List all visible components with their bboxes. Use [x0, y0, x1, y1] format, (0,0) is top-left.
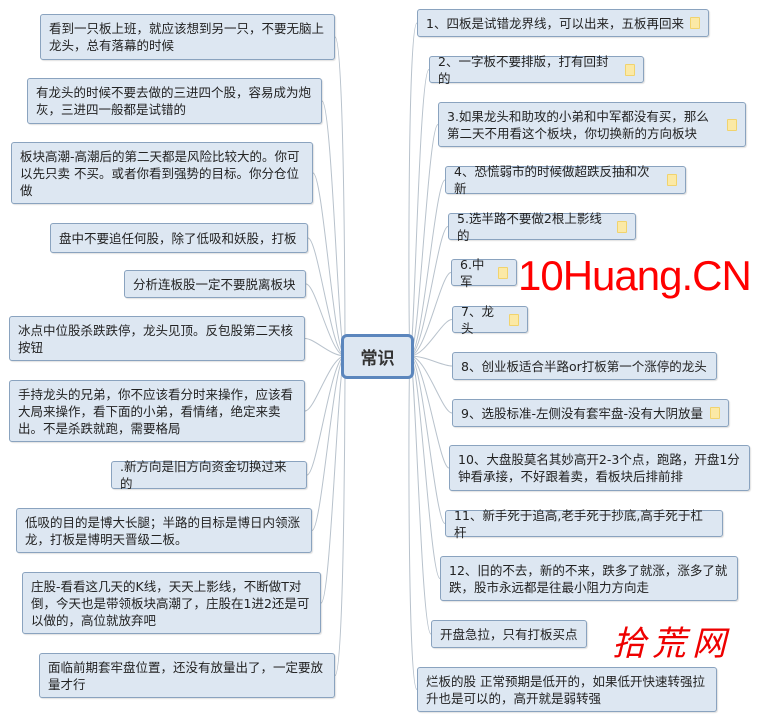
right-node[interactable]: 3.如果龙头和助攻的小弟和中军都没有买，那么第二天不用看这个板块，你切换新的方向… — [438, 102, 746, 147]
node-text: 有龙头的时候不要去做的三进四个股，容易成为炮灰，三进四一般都是试错的 — [36, 85, 312, 117]
right-node[interactable]: 9、选股标准-左侧没有套牢盘-没有大阴放量 — [452, 399, 729, 427]
left-node[interactable]: .新方向是旧方向资金切换过来的 — [111, 459, 307, 491]
note-icon[interactable] — [498, 266, 508, 279]
left-node[interactable]: 盘中不要追任何股，除了低吸和妖股，打板 — [50, 223, 308, 253]
connector-line — [311, 355, 346, 531]
note-icon[interactable] — [617, 220, 627, 233]
watermark-10huang: 10Huang.CN — [518, 252, 752, 299]
note-icon[interactable] — [710, 407, 720, 419]
connector-line — [320, 355, 346, 604]
connector-line — [306, 355, 346, 476]
connector-line — [409, 179, 446, 357]
node-text: 手持龙头的兄弟，你不应该看分时来操作，应该看大局来操作，看下面的小弟，看情绪，绝… — [18, 386, 294, 436]
left-node[interactable]: 分析连板股一定不要脱离板块 — [124, 270, 306, 298]
connector-line — [408, 22, 418, 357]
connector-line — [409, 355, 450, 469]
left-node[interactable]: 板块高潮-高潮后的第二天都是风险比较大的。你可以先只卖 不买。或者你看到强势的目… — [11, 142, 313, 204]
left-node[interactable]: 庄股-看看这几天的K线，天天上影线，不断做T对倒，今天也是带领板块高潮了，庄股在… — [22, 572, 321, 634]
central-topic-label: 常识 — [360, 349, 395, 369]
right-node[interactable]: 12、旧的不去，新的不来，跌多了就涨，涨多了就跌，股市永远都是往最小阻力方向走 — [440, 556, 738, 601]
left-node[interactable]: 面临前期套牢盘位置，还没有放量出了，一定要放量才行 — [39, 653, 335, 698]
node-text: 分析连板股一定不要脱离板块 — [133, 276, 296, 292]
connector-line — [409, 272, 452, 357]
note-icon[interactable] — [509, 313, 519, 326]
right-node[interactable]: 8、创业板适合半路or打板第一个涨停的龙头 — [452, 352, 717, 380]
connector-line — [409, 319, 453, 357]
right-node[interactable]: 4、恐慌弱市的时候做超跌反抽和次新 — [445, 164, 686, 196]
right-node[interactable]: 5.选半路不要做2根上影线的 — [448, 211, 636, 243]
node-text: 7、龙头 — [461, 303, 494, 336]
right-node[interactable]: 6.中军 — [451, 257, 517, 289]
right-node[interactable]: 2、一字板不要排版，打有回封的 — [429, 54, 644, 86]
node-text: 6.中军 — [460, 256, 485, 289]
node-text: 庄股-看看这几天的K线，天天上影线，不断做T对倒，今天也是带领板块高潮了，庄股在… — [31, 578, 310, 628]
left-node[interactable]: 看到一只板上班，就应该想到另一只，不要无脑上龙头，总有落幕的时候 — [40, 14, 335, 60]
connector-line — [321, 100, 346, 357]
left-node[interactable]: 有龙头的时候不要去做的三进四个股，容易成为炮灰，三进四一般都是试错的 — [27, 78, 322, 124]
node-text: 低吸的目的是博大长腿；半路的目标是博日内领涨龙，打板是博明天晋级二板。 — [25, 514, 301, 547]
node-text: 10、大盘股莫名其妙高开2-3个点，跑路，开盘1分钟看承接，不好跟着卖，看板块后… — [458, 452, 740, 484]
note-icon[interactable] — [667, 174, 677, 186]
node-text: 4、恐慌弱市的时候做超跌反抽和次新 — [454, 164, 650, 196]
central-topic[interactable]: 常识 — [341, 334, 414, 379]
right-node[interactable]: 7、龙头 — [452, 304, 528, 336]
connector-line — [312, 172, 346, 357]
node-text: 11、新手死于追高,老手死于抄底,高手死于杠杆 — [454, 507, 703, 540]
right-node[interactable]: 开盘急拉，只有打板买点 — [431, 620, 587, 648]
node-text: 开盘急拉，只有打板买点 — [440, 626, 578, 642]
note-icon[interactable] — [727, 118, 737, 131]
node-text: 8、创业板适合半路or打板第一个涨停的龙头 — [461, 358, 707, 374]
connector-line — [409, 355, 453, 367]
connector-line — [408, 355, 418, 690]
node-text: 面临前期套牢盘位置，还没有放量出了，一定要放量才行 — [48, 659, 324, 692]
left-node[interactable]: 手持龙头的兄弟，你不应该看分时来操作，应该看大局来操作，看下面的小弟，看情绪，绝… — [9, 380, 305, 442]
node-text: 看到一只板上班，就应该想到另一只，不要无脑上龙头，总有落幕的时候 — [49, 21, 325, 53]
right-node[interactable]: 11、新手死于追高,老手死于抄底,高手死于杠杆 — [445, 508, 723, 540]
connector-line — [409, 355, 453, 414]
connector-line — [409, 226, 449, 357]
connector-line — [307, 237, 346, 357]
node-text: .新方向是旧方向资金切换过来的 — [120, 459, 287, 491]
node-text: 3.如果龙头和助攻的小弟和中军都没有买，那么第二天不用看这个板块，你切换新的方向… — [447, 108, 709, 141]
right-node[interactable]: 烂板的股 正常预期是低开的，如果低开快速转强拉升也是可以的，高开就是弱转强 — [417, 667, 717, 712]
node-text: 1、四板是试错龙界线，可以出来，五板再回来 — [426, 15, 684, 31]
node-text: 冰点中位股杀跌跌停，龙头见顶。反包股第二天核按钮 — [18, 322, 294, 355]
note-icon[interactable] — [625, 63, 635, 76]
note-icon[interactable] — [690, 17, 700, 29]
node-text: 9、选股标准-左侧没有套牢盘-没有大阴放量 — [461, 405, 703, 421]
connector-line — [409, 355, 446, 524]
node-text: 板块高潮-高潮后的第二天都是风险比较大的。你可以先只卖 不买。或者你看到强势的目… — [20, 148, 300, 198]
right-node[interactable]: 1、四板是试错龙界线，可以出来，五板再回来 — [417, 9, 709, 37]
connector-line — [304, 355, 346, 412]
connector-line — [305, 283, 346, 357]
node-text: 12、旧的不去，新的不来，跌多了就涨，涨多了就跌，股市永远都是往最小阻力方向走 — [449, 562, 728, 595]
connector-line — [334, 355, 346, 676]
node-text: 烂板的股 正常预期是低开的，如果低开快速转强拉升也是可以的，高开就是弱转强 — [426, 673, 705, 706]
watermark-shihuang: 拾荒网 — [612, 624, 732, 664]
node-text: 2、一字板不要排版，打有回封的 — [438, 53, 609, 86]
node-text: 盘中不要追任何股，除了低吸和妖股，打板 — [59, 230, 297, 246]
node-text: 5.选半路不要做2根上影线的 — [457, 210, 602, 243]
left-node[interactable]: 低吸的目的是博大长腿；半路的目标是博日内领涨龙，打板是博明天晋级二板。 — [16, 508, 312, 553]
right-node[interactable]: 10、大盘股莫名其妙高开2-3个点，跑路，开盘1分钟看承接，不好跟着卖，看板块后… — [449, 445, 750, 491]
left-node[interactable]: 冰点中位股杀跌跌停，龙头见顶。反包股第二天核按钮 — [9, 316, 305, 361]
